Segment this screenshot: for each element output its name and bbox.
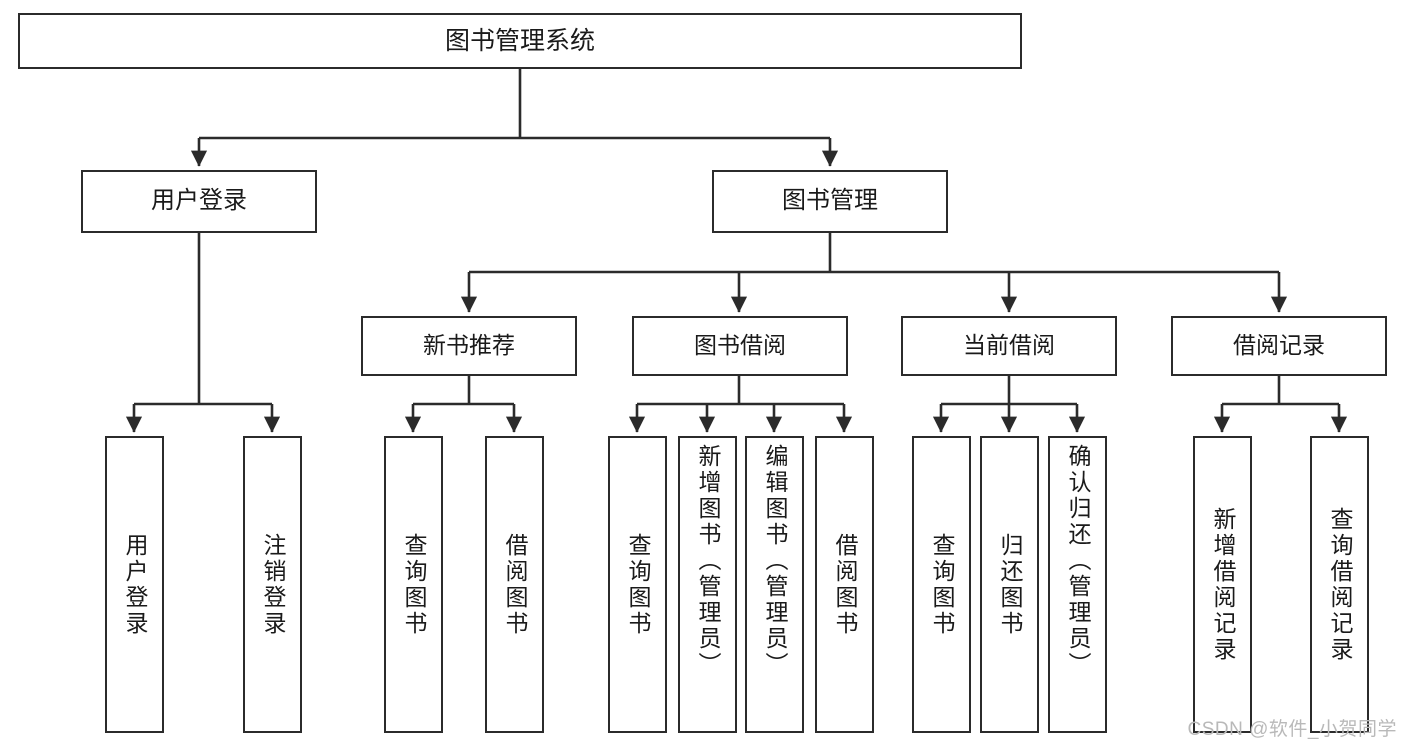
leaf-current-borrow-query-book[interactable]: 查询图书 (912, 436, 971, 733)
node-borrow-record[interactable]: 借阅记录 (1171, 316, 1387, 376)
leaf-label: 用户登录 (122, 532, 148, 637)
leaf-label: 归还图书 (997, 532, 1023, 637)
leaf-label: 查询图书 (401, 532, 427, 637)
leaf-current-borrow-return-book[interactable]: 归还图书 (980, 436, 1039, 733)
leaf-book-borrow-query-book[interactable]: 查询图书 (608, 436, 667, 733)
node-current-borrow[interactable]: 当前借阅 (901, 316, 1117, 376)
node-root[interactable]: 图书管理系统 (18, 13, 1022, 69)
leaf-borrow-record-query-record[interactable]: 查询借阅记录 (1310, 436, 1369, 733)
leaf-book-borrow-edit-book[interactable]: 编辑图书（管理员） (745, 436, 804, 733)
leaf-label: 借阅图书 (832, 532, 858, 637)
leaf-new-book-query-book[interactable]: 查询图书 (384, 436, 443, 733)
node-new-book-recommend[interactable]: 新书推荐 (361, 316, 577, 376)
leaf-borrow-record-add-record[interactable]: 新增借阅记录 (1193, 436, 1252, 733)
leaf-label: 新增图书（管理员） (695, 444, 721, 678)
leaf-book-borrow-add-book[interactable]: 新增图书（管理员） (678, 436, 737, 733)
leaf-label: 查询借阅记录 (1327, 506, 1353, 663)
leaf-new-book-borrow-book[interactable]: 借阅图书 (485, 436, 544, 733)
leaf-label: 查询图书 (625, 532, 651, 637)
leaf-user-login-login[interactable]: 用户登录 (105, 436, 164, 733)
leaf-label: 借阅图书 (502, 532, 528, 637)
node-book-management[interactable]: 图书管理 (712, 170, 948, 233)
leaf-label: 编辑图书（管理员） (762, 444, 788, 678)
leaf-label: 新增借阅记录 (1210, 506, 1236, 663)
leaf-book-borrow-borrow-book[interactable]: 借阅图书 (815, 436, 874, 733)
leaf-user-login-logout[interactable]: 注销登录 (243, 436, 302, 733)
leaf-label: 确认归还（管理员） (1065, 444, 1091, 678)
node-user-login[interactable]: 用户登录 (81, 170, 317, 233)
leaf-label: 注销登录 (260, 532, 286, 637)
leaf-label: 查询图书 (929, 532, 955, 637)
leaf-current-borrow-confirm-return[interactable]: 确认归还（管理员） (1048, 436, 1107, 733)
node-book-borrow[interactable]: 图书借阅 (632, 316, 848, 376)
csdn-watermark: CSDN @软件_小贺同学 (1187, 719, 1397, 740)
